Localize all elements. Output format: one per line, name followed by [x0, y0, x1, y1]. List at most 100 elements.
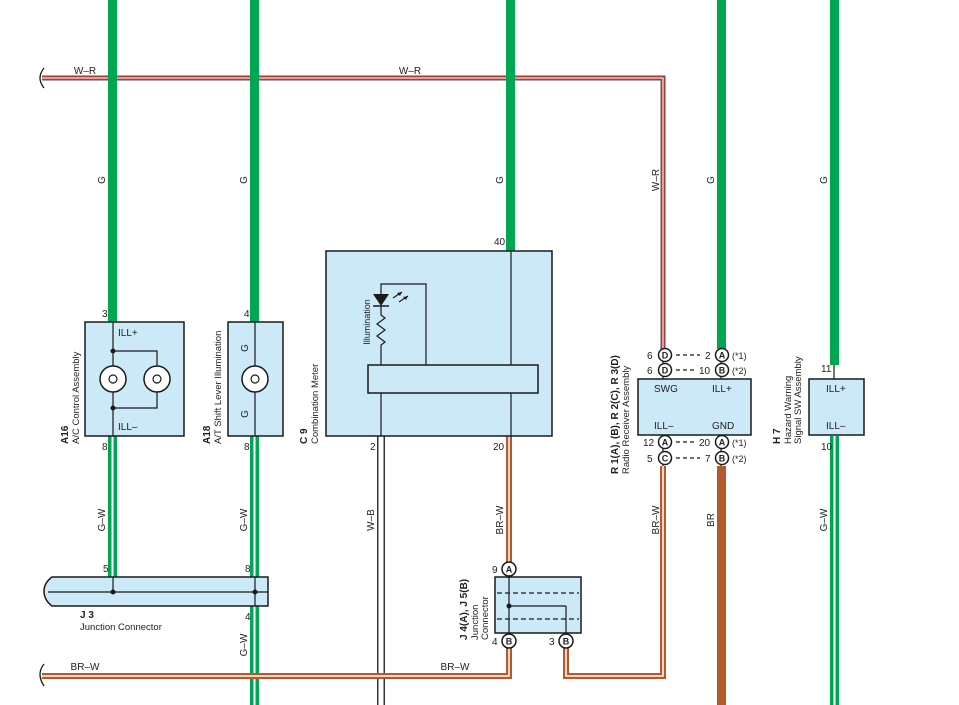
wire-label: BR–W	[651, 505, 662, 534]
wire-g-a18	[250, 0, 259, 322]
wire-break-bottom	[39, 663, 45, 687]
component-j45: A B B 9 4 3 J 4(A), J 5(B) Junction Conn…	[459, 561, 582, 649]
pin-note: (*2)	[732, 454, 747, 464]
component-ref: R 1(A), (B), R 2(C), R 3(D)	[610, 355, 621, 474]
wire-label: G	[706, 176, 717, 184]
component-name: Connector	[480, 596, 491, 640]
component-name: Junction	[470, 605, 481, 640]
wires-gw	[108, 436, 839, 705]
bulb-icon	[99, 365, 127, 393]
wire-label: W–B	[366, 509, 377, 531]
pin-number: 5	[647, 454, 653, 465]
pin-number: 4	[245, 612, 251, 623]
wire-g-a16	[108, 0, 117, 322]
terminal-label: ILL+	[712, 384, 732, 395]
connector-badge	[714, 347, 730, 363]
connector-letter: D	[662, 366, 669, 376]
pin-number: 8	[244, 442, 250, 453]
wire-br	[717, 466, 726, 705]
wire-label: W–R	[651, 169, 662, 191]
pin-number: 8	[102, 442, 108, 453]
wires-green	[108, 0, 839, 365]
wire-label: G–W	[239, 508, 250, 531]
component-name: Combination Meter	[310, 364, 321, 444]
connector-badge	[657, 362, 673, 378]
pin-number: 10	[699, 366, 711, 377]
pin-number: 2	[370, 442, 376, 453]
connector-badge	[501, 633, 517, 649]
wire-label: BR–W	[495, 505, 506, 534]
pin-number: 20	[699, 438, 711, 449]
terminal-label: SWG	[654, 384, 678, 395]
pin-number: 8	[245, 564, 251, 575]
pin-note: (*2)	[732, 366, 747, 376]
component-name: Radio Receiver Assembly	[621, 366, 632, 474]
pin-number: 3	[549, 637, 555, 648]
wire-wr	[42, 75, 666, 356]
terminal-label: GND	[712, 421, 734, 432]
inner-label: Illumination	[362, 299, 372, 345]
pin-number: 6	[647, 366, 653, 377]
wire-label: BR–W	[441, 662, 470, 673]
connector-badge	[714, 450, 730, 466]
component-ref: J 4(A), J 5(B)	[459, 579, 470, 640]
connector-badge	[558, 633, 574, 649]
connector-badge	[657, 450, 673, 466]
wire-label: BR	[706, 513, 717, 527]
terminal-label: ILL+	[118, 328, 138, 339]
component-radio: SWG ILL+ ILL– GND 6 D 6 D 2 A (*1) 10 B …	[610, 347, 752, 474]
component-a18: G G 4 8 A18 A/T Shift Lever Illumination	[202, 309, 284, 453]
wire-break-top	[39, 67, 45, 89]
wires-brw	[42, 436, 666, 679]
connector-letter: B	[563, 637, 570, 647]
pin-number: 2	[705, 351, 711, 362]
bulb-icon	[143, 365, 171, 393]
component-ref: J 3	[80, 610, 94, 621]
component-h7: ILL+ ILL– 11 10 H 7 Hazard Warning Signa…	[772, 356, 865, 453]
connector-letter: A	[662, 438, 669, 448]
wire-label: G–W	[239, 633, 250, 656]
connector-badge	[501, 561, 517, 577]
bulb-icon	[241, 365, 269, 393]
pin-number: 12	[643, 438, 655, 449]
pin-number: 4	[492, 637, 498, 648]
wire-wb	[377, 436, 385, 705]
wire-label: G	[495, 176, 506, 184]
component-a16: ILL+ ILL– 3 8 A16 A/C Control Assembly	[60, 309, 185, 453]
terminal-label: G	[240, 410, 251, 418]
connector-letter: A	[719, 351, 726, 361]
wire-label: W–R	[399, 66, 421, 77]
terminal-label: ILL–	[118, 422, 138, 433]
component-name: Hazard Warning	[783, 376, 794, 444]
component-name: Signal SW Assembly	[793, 356, 804, 444]
wire-label: BR–W	[71, 662, 100, 673]
component-ref: A18	[202, 425, 213, 444]
wire-label: G–W	[97, 508, 108, 531]
component-ref: A16	[60, 425, 71, 444]
wire-labels: W–R W–R W–R G G G G G G–W G–W G–W G–W W–…	[71, 66, 830, 673]
component-name: A/C Control Assembly	[71, 351, 82, 444]
led-icon	[373, 294, 389, 306]
pin-number: 9	[492, 565, 498, 576]
wire-label: G	[239, 176, 250, 184]
connector-letter: C	[662, 454, 669, 464]
connector-badge	[657, 434, 673, 450]
pin-note: (*1)	[732, 351, 747, 361]
terminal-label: ILL–	[654, 421, 674, 432]
pin-number: 5	[103, 564, 109, 575]
component-name: Junction Connector	[80, 622, 162, 633]
terminal-label: ILL+	[826, 384, 846, 395]
connector-letter: B	[719, 454, 726, 464]
wire-label: G	[97, 176, 108, 184]
pin-number: 40	[494, 237, 506, 248]
component-ref: H 7	[772, 428, 783, 444]
connector-badge	[657, 347, 673, 363]
component-j3: 5 8 4 J 3 Junction Connector	[43, 564, 269, 633]
wire-label: W–R	[74, 66, 96, 77]
pin-note: (*1)	[732, 438, 747, 448]
wire-g-c9	[506, 0, 515, 251]
pin-number: 4	[244, 309, 250, 320]
pin-number: 10	[821, 442, 833, 453]
terminal-label: G	[240, 344, 251, 352]
connector-badge	[714, 434, 730, 450]
